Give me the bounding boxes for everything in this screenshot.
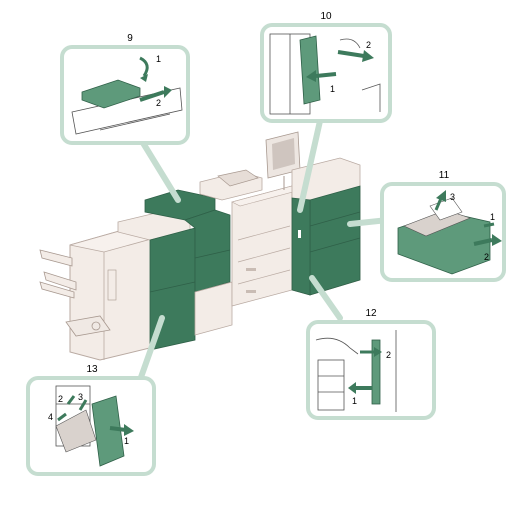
step-label: 2	[156, 98, 161, 108]
callout-pointers	[137, 109, 391, 383]
step-label: 1	[490, 212, 495, 222]
callout-10-label: 10	[320, 11, 332, 22]
step-label: 2	[366, 40, 371, 50]
callout-13-label: 13	[86, 364, 98, 375]
callout-12: 12 2 1	[306, 308, 436, 420]
printer-system-illustration	[39, 131, 361, 361]
callout-13: 13 2 3 4 1	[26, 364, 156, 476]
step-label: 3	[450, 192, 455, 202]
intermediate-unit	[194, 281, 233, 336]
step-label: 3	[78, 392, 83, 402]
callout-9-label: 9	[127, 33, 133, 44]
finisher-green-section	[117, 189, 231, 351]
callout-10: 10 2 1	[260, 11, 392, 123]
step-label: 1	[124, 436, 129, 446]
step-label: 2	[58, 394, 63, 404]
callout-12-label: 12	[365, 308, 377, 319]
step-label: 2	[484, 252, 489, 262]
callout-11-label: 11	[439, 170, 450, 181]
cover-9	[81, 79, 141, 109]
callout-11: 11 3 1 2	[380, 170, 506, 282]
main-printer-body	[199, 131, 301, 307]
step-label: 1	[330, 84, 335, 94]
step-label: 4	[48, 412, 53, 422]
finisher-unit	[39, 227, 164, 361]
step-label: 2	[386, 350, 391, 360]
callout-9: 9 1 2	[60, 33, 190, 145]
step-label: 1	[156, 54, 161, 64]
step-label: 1	[352, 396, 357, 406]
